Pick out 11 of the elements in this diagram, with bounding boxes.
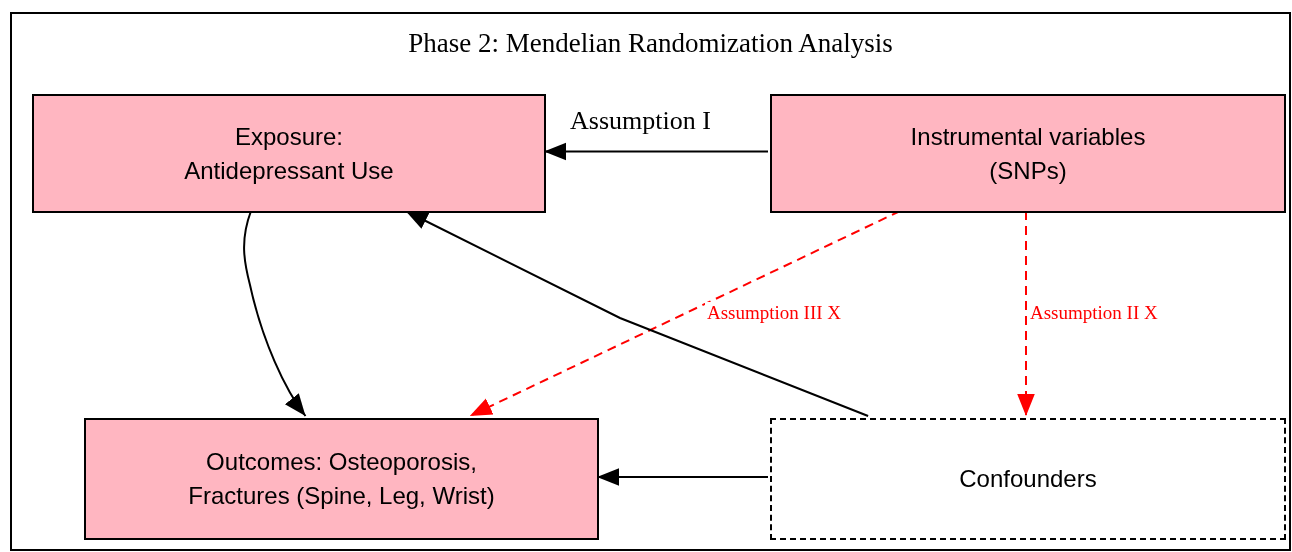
process-box xyxy=(32,94,546,213)
phase-frame xyxy=(10,12,1291,551)
node-label: Outcomes: Osteoporosis, Fractures (Spine, Leg, Wrist) xyxy=(187,447,496,511)
frame-label: Phase 2: Mendelian Randomization Analysis xyxy=(407,28,894,59)
node-label: Instrumental variables (SNPs) xyxy=(909,121,1147,186)
dashed-box xyxy=(770,418,1286,540)
process-box xyxy=(84,418,599,540)
node-label: Confounders xyxy=(959,464,1097,494)
edge-label: Assumption III X xyxy=(705,302,844,324)
node-label: Exposure: Antidepressant Use xyxy=(183,121,395,186)
process-box xyxy=(770,94,1286,213)
